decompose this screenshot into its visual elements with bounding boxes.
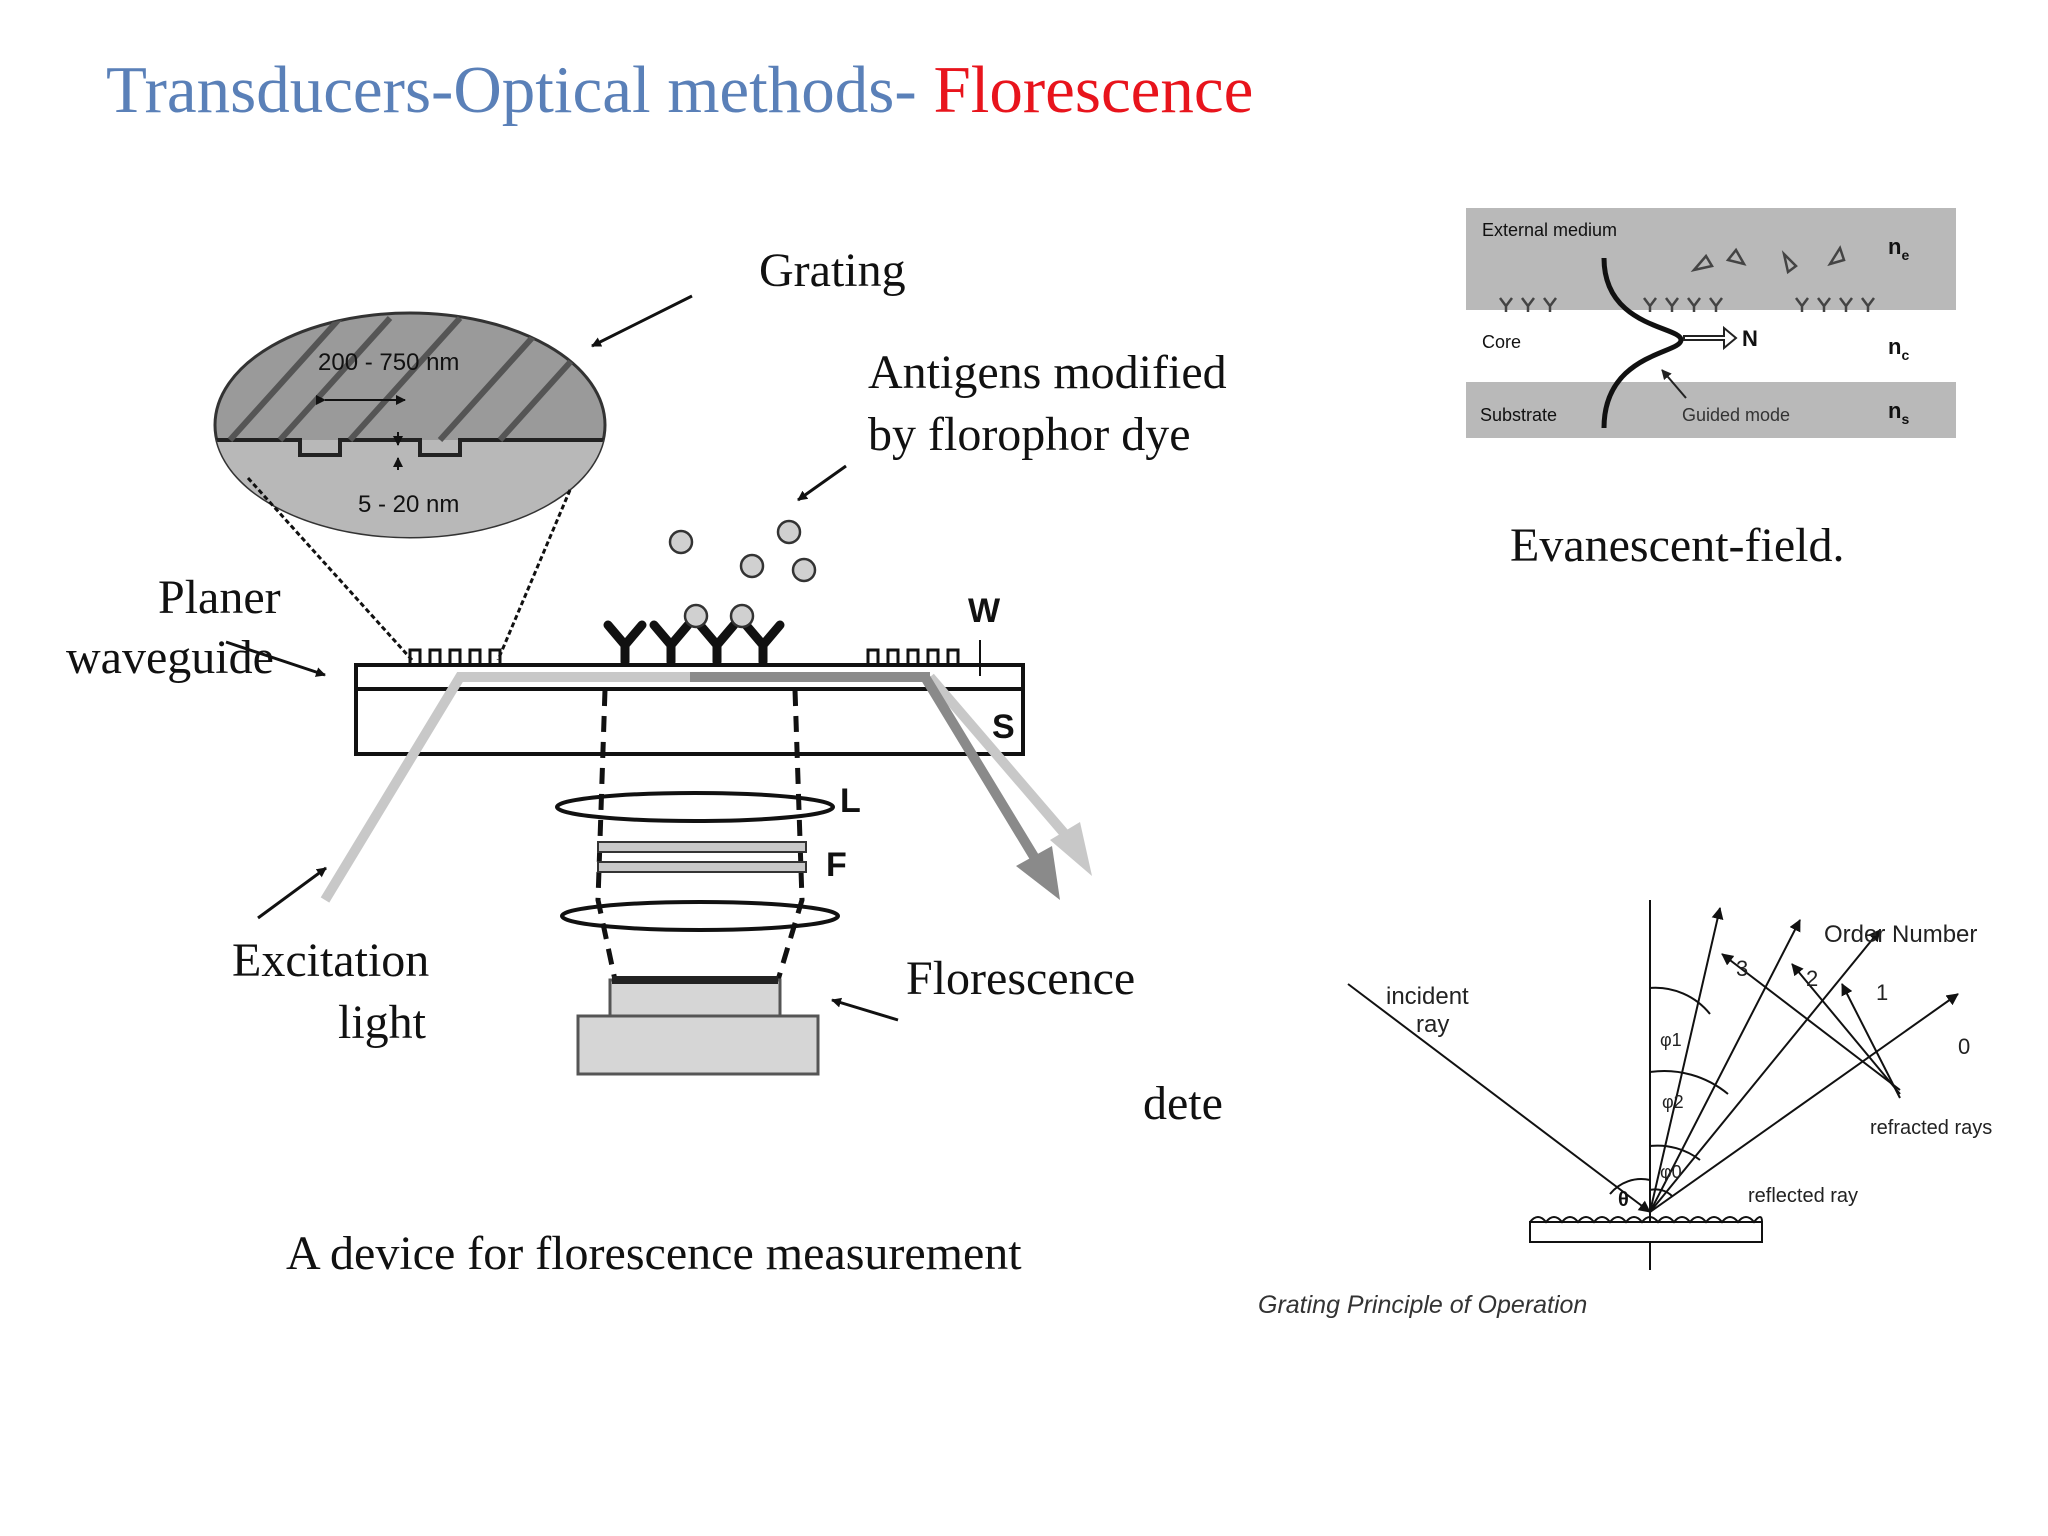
zoom-depth-label: 5 - 20 nm: [358, 491, 459, 518]
lens-l: [555, 791, 835, 823]
detector: [576, 976, 820, 1076]
gp-phi1: φ1: [1660, 1030, 1682, 1050]
label-florescence: Florescence: [906, 952, 1136, 1005]
gp-incident-line2: ray: [1416, 1011, 1449, 1038]
label-excitation-line2: light: [338, 996, 427, 1049]
grating-zoom-oval: 200 - 750 nm 5 - 20 nm: [213, 311, 607, 539]
letter-w: W: [968, 592, 1001, 630]
letter-f: F: [826, 846, 847, 884]
excitation-beam: [320, 672, 930, 903]
title-part-1: Transducers-Optical methods-: [106, 53, 934, 127]
letter-s: S: [992, 708, 1015, 746]
letter-l: L: [840, 782, 861, 820]
gp-incident-line1: incident: [1386, 983, 1469, 1010]
gp-theta: θ: [1618, 1189, 1629, 1211]
ef-substrate: Substrate: [1480, 405, 1557, 425]
evanescent-caption: Evanescent-field.: [1510, 519, 1845, 572]
ef-guided-mode: Guided mode: [1682, 405, 1790, 425]
ef-core: Core: [1482, 332, 1521, 352]
evanescent-field-diagram: External medium Core Substrate Guided mo…: [1466, 208, 1956, 438]
gp-order-2: 2: [1806, 966, 1818, 991]
gp-order-1: 1: [1876, 980, 1888, 1005]
ef-nc: n: [1888, 334, 1901, 359]
detection-cone: [595, 689, 805, 981]
output-beams: [920, 673, 1092, 900]
label-grating: Grating: [759, 244, 906, 297]
gp-order-3: 3: [1736, 956, 1748, 981]
gp-order-number: Order Number: [1824, 921, 1977, 948]
title-part-2: Florescence: [933, 53, 1254, 127]
device-diagram: 200 - 750 nm 5 - 20 nm: [213, 294, 1092, 1076]
svg-text:ne: ne: [1888, 234, 1909, 263]
svg-text:nc: nc: [1888, 334, 1909, 363]
gp-phi0: φ0: [1660, 1162, 1682, 1182]
gp-phi2: φ2: [1662, 1092, 1684, 1112]
ef-ne-sub: e: [1901, 247, 1909, 263]
zoom-period-label: 200 - 750 nm: [318, 349, 459, 376]
planar-waveguide: [354, 640, 1025, 756]
pointer-arrows: [225, 294, 899, 1022]
ef-ns-sub: s: [1901, 411, 1909, 427]
page-title: Transducers-Optical methods- Florescence: [106, 52, 1253, 129]
ef-external-medium: External medium: [1482, 220, 1617, 240]
antigen-particles: [668, 519, 817, 629]
label-excitation-line1: Excitation: [232, 934, 430, 987]
device-caption: A device for florescence measurement: [286, 1227, 1022, 1280]
label-dete: dete: [1143, 1077, 1223, 1130]
gp-caption: Grating Principle of Operation: [1258, 1291, 1587, 1319]
label-waveguide: waveguide: [66, 631, 274, 684]
ef-n-arrow-label: N: [1742, 326, 1758, 351]
gp-refracted-rays: refracted rays: [1870, 1117, 1992, 1139]
gp-order-0: 0: [1958, 1034, 1970, 1059]
ef-ne: n: [1888, 234, 1901, 259]
ef-ns: n: [1888, 398, 1901, 423]
grating-principle-diagram: incident ray Order Number 3 2 1 0 φ1 φ2 …: [1258, 900, 1992, 1319]
lens-2: [560, 900, 840, 932]
gp-reflected-ray: reflected ray: [1748, 1185, 1858, 1207]
label-antigens-line1: Antigens modified: [868, 346, 1227, 399]
ef-nc-sub: c: [1901, 347, 1909, 363]
label-antigens-line2: by florophor dye: [868, 408, 1191, 461]
antibodies: [603, 620, 785, 667]
svg-text:ns: ns: [1888, 398, 1909, 427]
label-planer: Planer: [158, 571, 281, 624]
filter-f: [597, 841, 807, 873]
